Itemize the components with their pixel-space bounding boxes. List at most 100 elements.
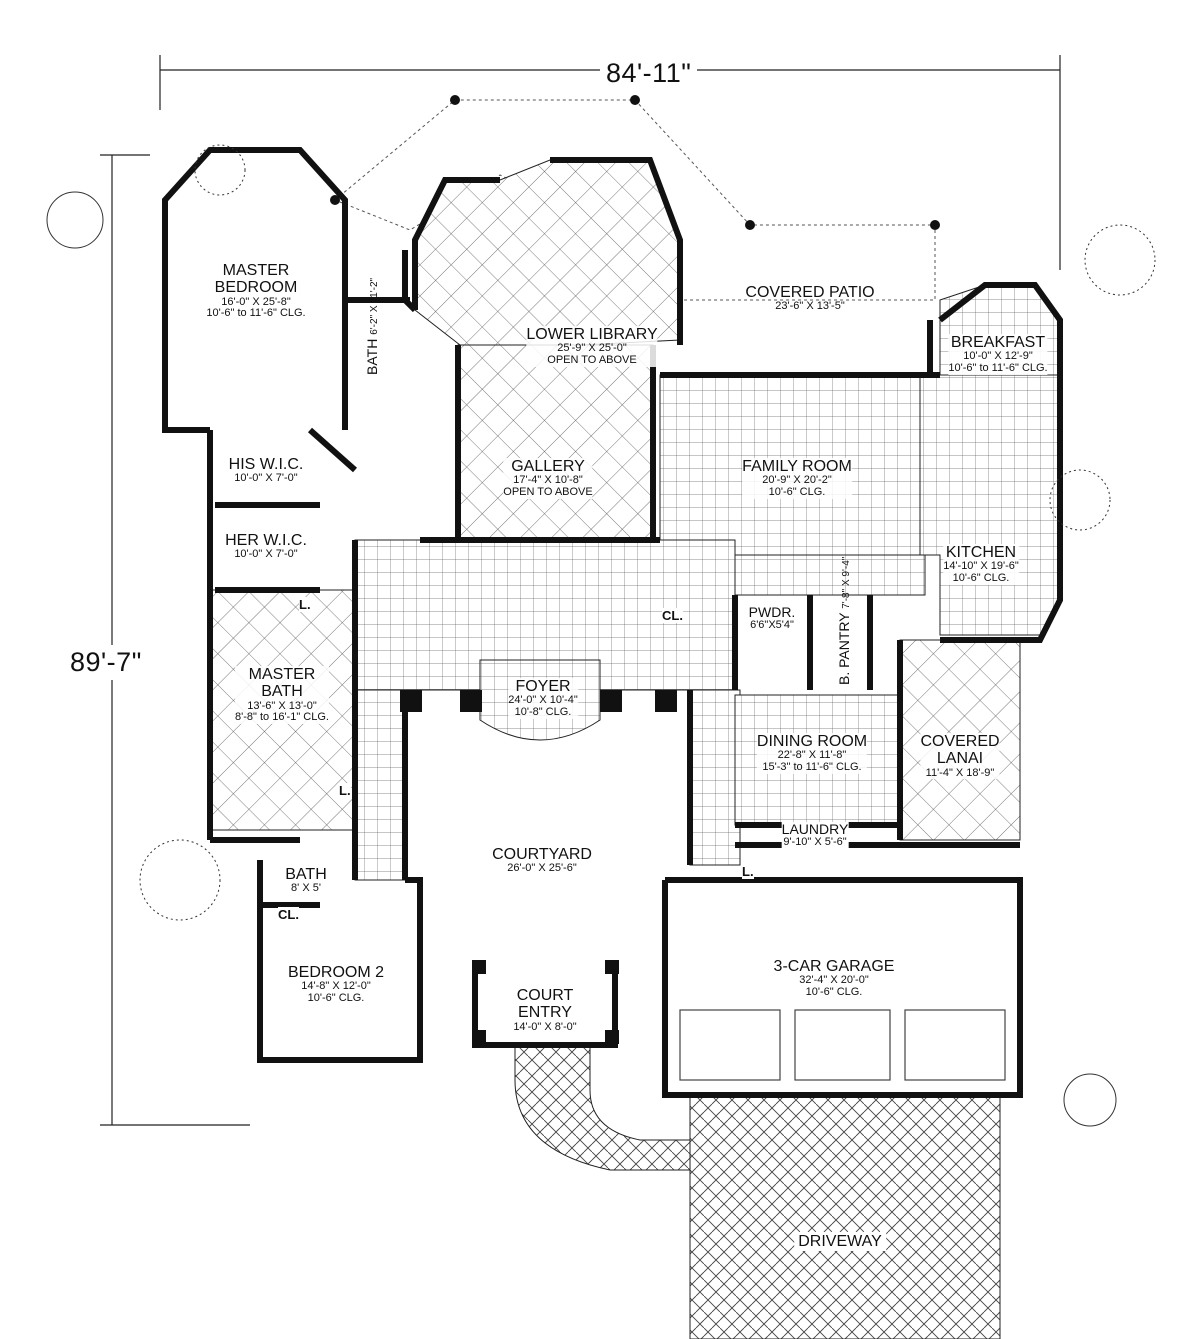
- room-size: 8' X 5': [291, 882, 321, 895]
- room-family-room: FAMILY ROOM 20'-9" X 20'-2" 10'-6" CLG.: [742, 458, 852, 500]
- walls: [162, 147, 1063, 1098]
- room-ceiling: 10'-8" CLG.: [514, 706, 572, 719]
- hall-right-floor: [689, 689, 741, 866]
- room-ceiling: 10'-6" CLG.: [307, 992, 365, 1005]
- room-name: BEDROOM: [214, 279, 298, 297]
- room-note: OPEN TO ABOVE: [503, 486, 593, 499]
- room-breakfast: BREAKFAST 10'-0" X 12'-9" 10'-6" to 11'-…: [948, 334, 1048, 376]
- room-size: 9'-10" X 5'-6": [783, 836, 847, 849]
- garage-doors: [679, 1009, 1006, 1081]
- library-walls: [412, 177, 500, 310]
- room-size: 26'-0" X 25'-6": [507, 862, 577, 875]
- room-name: DRIVEWAY: [798, 1233, 882, 1250]
- room-name: COURTYARD: [492, 846, 592, 863]
- room-note: OPEN TO ABOVE: [547, 354, 637, 367]
- room-size: 20'-9" X 20'-2": [762, 474, 832, 487]
- room-dining: DINING ROOM 22'-8" X 11'-8" 15'-3" to 11…: [756, 733, 868, 775]
- closet-label: CL.: [278, 907, 299, 922]
- room-ceiling: 10'-6" CLG.: [952, 572, 1010, 585]
- room-name: B. PANTRY: [836, 612, 852, 685]
- room-size: 10'-0" X 7'-0": [234, 472, 298, 485]
- room-covered-lanai: COVERED LANAI 11'-4" X 18'-9": [920, 733, 1000, 780]
- room-name: BEDROOM 2: [287, 964, 385, 981]
- room-name: FOYER: [515, 678, 571, 695]
- room-name: LOWER LIBRARY: [526, 326, 658, 343]
- room-name: FAMILY ROOM: [742, 458, 852, 475]
- bedroom2-walls: [257, 860, 423, 1063]
- room-size: 11'-4" X 18'-9": [925, 766, 995, 779]
- room-ceiling: 15'-3" to 11'-6" CLG.: [762, 761, 862, 774]
- room-name: MASTER: [248, 666, 316, 683]
- room-size: 14'-8" X 12'-0": [301, 980, 371, 993]
- room-lower-library: LOWER LIBRARY 25'-9" X 25'-0" OPEN TO AB…: [526, 326, 658, 368]
- room-size: 23'-6" X 13'-5": [775, 300, 845, 313]
- room-courtyard: COURTYARD 26'-0" X 25'-6": [492, 846, 592, 875]
- room-ceiling: 10'-6" to 11'-6" CLG.: [948, 362, 1048, 375]
- room-size: 22'-8" X 11'-8": [777, 749, 847, 762]
- room-name: HER W.I.C.: [225, 532, 307, 549]
- master-bedroom-walls: [162, 147, 348, 433]
- room-bath-2: BATH 8' X 5': [285, 866, 327, 896]
- room-pantry: B. PANTRY 7'-8" X 9'-4": [836, 557, 852, 685]
- room-name: DINING ROOM: [756, 733, 868, 750]
- closet-label: CL.: [662, 608, 683, 623]
- room-her-wic: HER W.I.C. 10'-0" X 7'-0": [225, 532, 307, 562]
- room-size: 32'-4" X 20'-0": [799, 974, 869, 987]
- room-size: 10'-0" X 12'-9": [963, 350, 1033, 363]
- room-foyer: FOYER 24'-0" X 10'-4" 10'-8" CLG.: [508, 678, 578, 720]
- room-size: 24'-0" X 10'-4": [508, 694, 578, 707]
- room-his-wic: HIS W.I.C. 10'-0" X 7'-0": [228, 456, 304, 486]
- tiled-floors: [209, 159, 1061, 1339]
- room-name: HIS W.I.C.: [228, 456, 304, 473]
- room-master-bath: MASTER BATH 13'-6" X 13'-0" 8'-8" to 16'…: [235, 666, 329, 725]
- room-bedroom-2: BEDROOM 2 14'-8" X 12'-0" 10'-6" CLG.: [288, 964, 384, 1005]
- driveway-surface: [689, 1094, 1001, 1339]
- linen-label: L.: [339, 783, 351, 798]
- room-size: 25'-9" X 25'-0": [557, 342, 627, 355]
- room-covered-patio: COVERED PATIO 23'-6" X 13'-5": [745, 284, 874, 313]
- room-name: COURT: [516, 987, 574, 1004]
- walkway-surface: [514, 1044, 691, 1171]
- room-garage: 3-CAR GARAGE 32'-4" X 20'-0" 10'-6" CLG.: [774, 958, 895, 999]
- room-name: BATH: [261, 683, 303, 701]
- room-size: 16'-0" X 25'-8": [221, 295, 291, 308]
- room-ceiling: 10'-6" CLG.: [768, 486, 826, 499]
- linen-label: L.: [299, 597, 311, 612]
- room-size: 7'-8" X 9'-4": [841, 556, 852, 609]
- overall-depth-label: 89'-7": [70, 645, 142, 680]
- room-kitchen: KITCHEN 14'-10" X 19'-6" 10'-6" CLG.: [943, 544, 1019, 586]
- room-name: KITCHEN: [945, 544, 1017, 561]
- room-name: BREAKFAST: [950, 334, 1046, 351]
- room-driveway: DRIVEWAY: [794, 1232, 886, 1252]
- room-name: GALLERY: [511, 458, 585, 475]
- room-name: MASTER: [222, 262, 290, 279]
- room-name: 3-CAR GARAGE: [773, 958, 895, 975]
- room-name: BATH: [285, 866, 327, 883]
- columns: [330, 95, 940, 1044]
- room-name: PWDR.: [748, 604, 796, 620]
- room-name: COVERED PATIO: [745, 284, 875, 301]
- garage-walls: [662, 877, 1023, 1098]
- room-gallery: GALLERY 17'-4" X 10'-8" OPEN TO ABOVE: [503, 458, 593, 500]
- hall-east-floor: [734, 554, 926, 596]
- room-ceiling: 10'-6" to 11'-6" CLG.: [206, 307, 306, 320]
- room-size: 14'-10" X 19'-6": [943, 560, 1019, 573]
- room-size: 10'-0" X 7'-0": [234, 548, 298, 561]
- overall-width-label: 84'-11": [600, 58, 698, 89]
- room-bath-upper: BATH 6'-2" X 11'-2": [364, 278, 380, 375]
- room-ceiling: 8'-8" to 16'-1" CLG.: [235, 711, 329, 724]
- hall-left-floor: [354, 689, 406, 881]
- room-pwdr: PWDR. 6'6"X5'4": [748, 604, 796, 632]
- room-name: LAUNDRY: [781, 821, 849, 837]
- room-size: 6'6"X5'4": [750, 619, 794, 632]
- gallery-floor: [457, 344, 654, 541]
- room-name: ENTRY: [518, 1004, 572, 1022]
- landscaping: [46, 144, 1156, 1127]
- court-entry-walls: [472, 960, 618, 1048]
- room-master-bedroom: MASTER BEDROOM 16'-0" X 25'-8" 10'-6" to…: [206, 262, 305, 320]
- kitchen-floor: [919, 374, 1061, 636]
- room-name: COVERED: [920, 733, 1000, 750]
- linen-label: L.: [742, 864, 754, 879]
- room-size: 17'-4" X 10'-8": [513, 474, 583, 487]
